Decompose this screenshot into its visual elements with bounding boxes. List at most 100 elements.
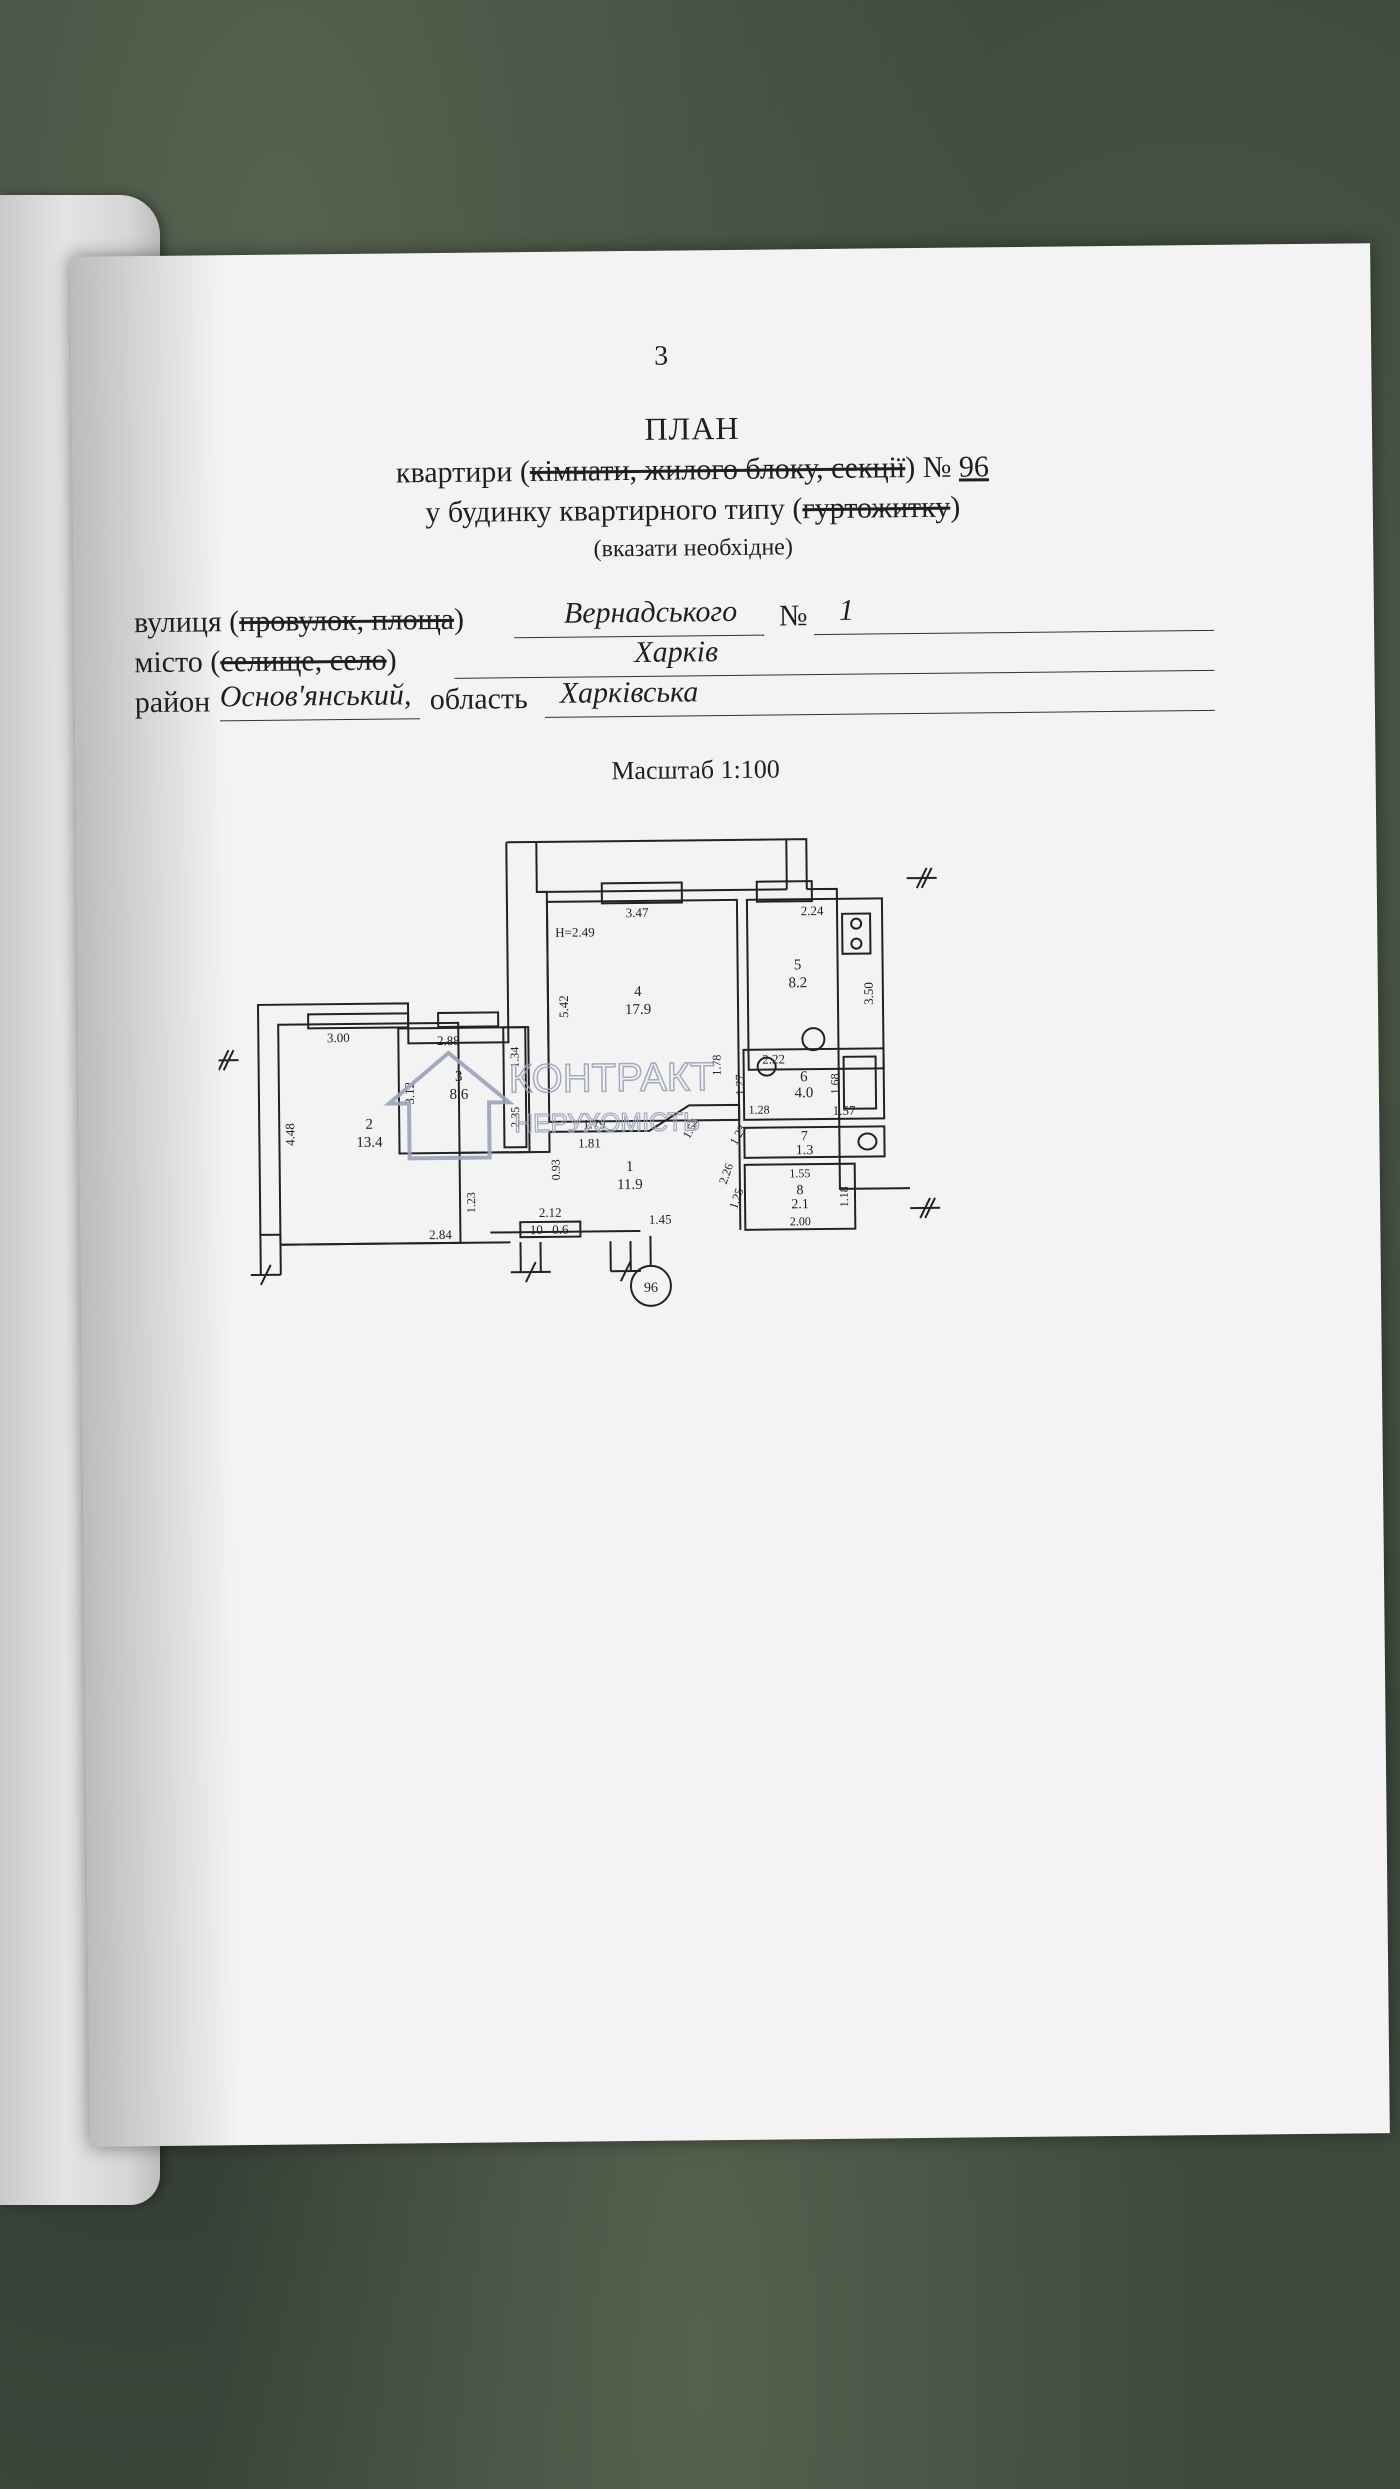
dim-1-27: 1.27 xyxy=(733,1074,747,1095)
district-label: район xyxy=(134,685,211,720)
room-7-walls xyxy=(743,1125,886,1159)
dim-1-79: 1.79 xyxy=(583,1116,606,1131)
dim-2-22: 2.22 xyxy=(762,1051,785,1066)
room-4-walls xyxy=(545,898,741,1123)
dim-1-45: 1.45 xyxy=(649,1212,672,1227)
room-6-walls xyxy=(742,1047,886,1121)
room-6-number: 6 xyxy=(800,1069,808,1085)
room-10-walls xyxy=(519,1220,582,1239)
dim-1-28: 1.28 xyxy=(749,1103,770,1117)
entrance-walls xyxy=(519,1241,632,1273)
window-room-4 xyxy=(600,881,683,905)
window-room-2 xyxy=(307,1012,410,1030)
dim-1-57: 1.57 xyxy=(833,1103,856,1118)
room-8-walls xyxy=(743,1162,857,1231)
dim-1-23-b: 1.23 xyxy=(464,1192,478,1213)
outer-wall-bottom-left xyxy=(259,1234,282,1275)
district-value: Основ'янський, xyxy=(219,678,412,714)
watermark-line-2: НЕРУХОМІСТЬ xyxy=(514,1106,700,1138)
city-label: місто (селище, село) xyxy=(134,643,397,680)
entrance-number: 96 xyxy=(644,1281,658,1296)
room-5-number: 5 xyxy=(794,957,802,973)
break-mark-bottom-right xyxy=(910,1197,941,1219)
room-7-number: 7 xyxy=(801,1129,808,1144)
dim-3-47: 3.47 xyxy=(626,905,649,920)
room-6-area: 4.0 xyxy=(794,1085,813,1101)
room-4-area: 17.9 xyxy=(625,1002,651,1018)
room-8-area: 2.1 xyxy=(791,1197,809,1212)
dim-0-93: 0.93 xyxy=(549,1159,563,1180)
room-2-area: 13.4 xyxy=(356,1135,383,1151)
watermark: КОНТРАКТ НЕРУХОМІСТЬ xyxy=(383,1050,715,1161)
outer-wall-right xyxy=(806,887,910,1190)
break-mark-left xyxy=(215,1049,239,1071)
house-logo-icon xyxy=(383,1050,515,1161)
burner-icon xyxy=(850,937,863,950)
break-mark-bottom-mid xyxy=(510,1261,551,1283)
dim-2-12: 2.12 xyxy=(539,1205,562,1220)
dim-2-26: 2.26 xyxy=(716,1161,736,1185)
dim-2-00: 2.00 xyxy=(790,1214,811,1228)
outer-wall-left xyxy=(256,842,510,1236)
room-1-area: 11.9 xyxy=(617,1177,643,1193)
apartment-number: 96 xyxy=(958,450,990,484)
watermark-line-1: КОНТРАКТ xyxy=(509,1055,715,1101)
bathtub-icon xyxy=(842,1055,878,1110)
entrance-circle xyxy=(629,1264,672,1307)
room-10-area: 0.6 xyxy=(552,1222,569,1237)
note-line: (вказати необхідне) xyxy=(593,534,793,563)
document-title: ПЛАН xyxy=(644,409,740,447)
room-10-number: 10 xyxy=(530,1222,543,1237)
window-room-3 xyxy=(437,1011,500,1029)
break-mark-bottom-mid2 xyxy=(610,1260,641,1282)
page-number: 3 xyxy=(654,340,669,372)
dim-1-23: 1.23 xyxy=(727,1122,750,1147)
floor-plan: 2 13.4 3 8.6 4 17.9 5 8.2 6 4.0 7 1.3 8 … xyxy=(215,838,941,1307)
street-value: Вернадського xyxy=(563,594,738,630)
district-underline xyxy=(220,718,421,722)
wardrobe xyxy=(502,1026,528,1149)
room-8-number: 8 xyxy=(796,1183,803,1198)
dim-1-34: 1.34 xyxy=(507,1047,521,1068)
dim-1-78: 1.78 xyxy=(710,1055,724,1076)
toilet-icon xyxy=(857,1132,878,1151)
dim-2-24: 2.24 xyxy=(801,903,824,918)
break-mark-top-right xyxy=(906,867,937,889)
corridor-bottom xyxy=(280,1229,641,1246)
room-4-number: 4 xyxy=(634,984,642,1000)
number-underline xyxy=(814,629,1215,636)
apartment-line: квартири (кімнати, жилого блоку, секції)… xyxy=(395,450,990,490)
dim-1-68: 1.68 xyxy=(828,1073,842,1094)
oblast-label: область xyxy=(429,682,528,717)
dim-1-25: 1.25 xyxy=(726,1186,746,1210)
room-7-area: 1.3 xyxy=(796,1143,814,1158)
stove-icon xyxy=(841,912,872,955)
window-room-5 xyxy=(755,880,813,903)
dim-1-18: 1.18 xyxy=(837,1186,851,1207)
dim-2-35: 2.35 xyxy=(508,1107,522,1128)
balcony-wall xyxy=(506,838,808,890)
dim-4-48: 4.48 xyxy=(282,1123,297,1146)
dim-3-00: 3.00 xyxy=(327,1030,350,1045)
city-value: Харків xyxy=(634,635,719,669)
document-page: 3 ПЛАН квартири (кімнати, жилого блоку, … xyxy=(70,243,1390,2147)
balcony-rail xyxy=(536,888,787,894)
building-type-line: у будинку квартирного типу (гуртожитку) xyxy=(425,490,961,530)
oblast-underline xyxy=(544,709,1215,718)
room-2-number: 2 xyxy=(365,1117,373,1133)
room-3-area: 8.6 xyxy=(449,1087,468,1103)
room-5-walls xyxy=(745,897,885,1071)
number-label: № xyxy=(778,599,808,633)
corridor-walls xyxy=(459,1103,742,1230)
dim-1-81: 1.81 xyxy=(578,1135,601,1150)
room-1-number: 1 xyxy=(626,1159,634,1175)
room-3-number: 3 xyxy=(455,1069,463,1085)
dim-2-84: 2.84 xyxy=(429,1227,452,1242)
oblast-value: Харківська xyxy=(559,675,699,710)
burner-icon xyxy=(850,917,863,930)
room-5-area: 8.2 xyxy=(788,975,807,991)
break-mark-bottom-left xyxy=(250,1264,281,1286)
dim-height: H=2.49 xyxy=(555,924,595,939)
street-label: вулиця (провулок, площа) xyxy=(133,602,465,640)
scale-label: Масштаб 1:100 xyxy=(611,754,780,786)
